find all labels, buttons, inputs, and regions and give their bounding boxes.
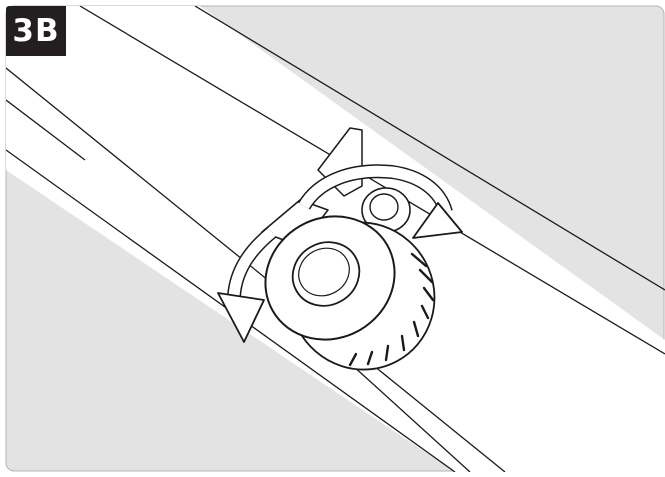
knob-face	[264, 215, 396, 341]
rotate-downward-arrow	[217, 226, 277, 343]
rotate-around-tube-arrow	[297, 164, 463, 239]
step-badge: 3B	[6, 6, 66, 56]
